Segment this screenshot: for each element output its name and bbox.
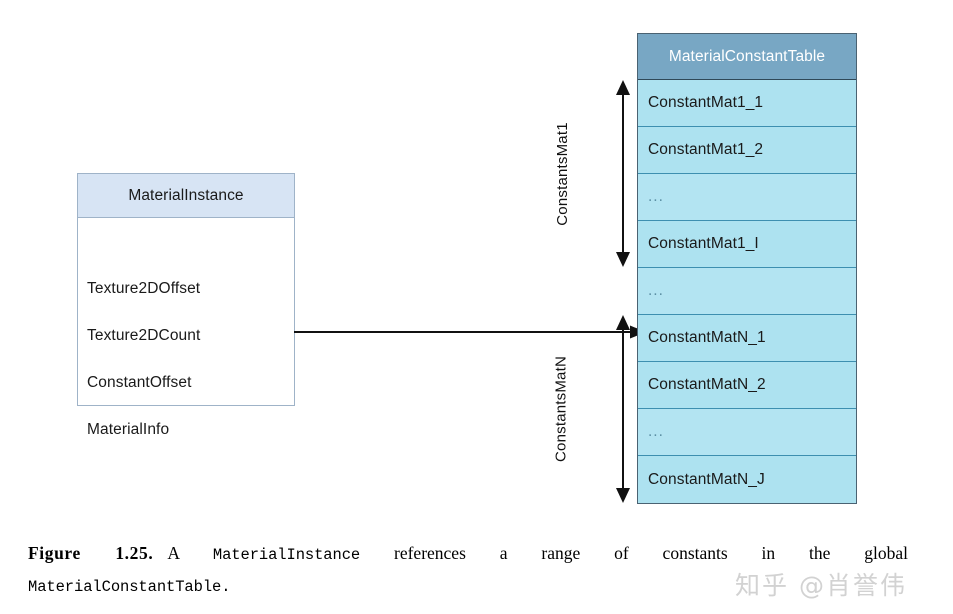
double-headed-arrow-icon	[616, 315, 630, 503]
table-row: ConstantMat1_1	[638, 80, 856, 127]
caption-figure-label: Figure 1.25.	[28, 543, 154, 563]
caption-text-b: references a range of constants in the g…	[394, 543, 909, 563]
instance-field-texture2dcount: Texture2DCount	[87, 327, 201, 344]
instance-field-texture2doffset: Texture2DOffset	[87, 280, 201, 297]
caption-text-a: A	[167, 543, 180, 563]
span-label-constants-mat1: ConstantsMat1	[553, 121, 571, 226]
table-row: ...	[638, 174, 856, 221]
table-row: ConstantMat1_I	[638, 221, 856, 268]
caption-code-material-constant-table: MaterialConstantTable.	[28, 578, 231, 597]
material-instance-field-list: Texture2DOffset Texture2DCount ConstantO…	[78, 218, 294, 438]
table-row: ConstantMatN_1	[638, 315, 856, 362]
table-row: ...	[638, 409, 856, 456]
span-constants-matn: ConstantsMatN	[553, 315, 634, 503]
instance-field-constantoffset: ConstantOffset	[87, 374, 192, 391]
material-constant-table: MaterialConstantTable ConstantMat1_1 Con…	[637, 33, 857, 504]
material-instance-title: MaterialInstance	[78, 174, 294, 218]
span-label-constants-matn: ConstantsMatN	[552, 356, 570, 462]
span-constants-mat1: ConstantsMat1	[554, 80, 634, 267]
table-row: ConstantMatN_2	[638, 362, 856, 409]
instance-field-materialinfo: MaterialInfo	[87, 421, 170, 438]
caption-code-material-instance: MaterialInstance	[212, 546, 361, 564]
figure-caption: Figure 1.25. A MaterialInstance reference…	[28, 539, 908, 600]
table-row: ConstantMatN_J	[638, 456, 856, 503]
material-instance-box: MaterialInstance Texture2DOffset Texture…	[77, 173, 295, 438]
table-row: ConstantMat1_2	[638, 127, 856, 174]
double-headed-arrow-icon	[616, 80, 630, 267]
table-row: ...	[638, 268, 856, 315]
material-constant-table-title: MaterialConstantTable	[638, 34, 856, 80]
